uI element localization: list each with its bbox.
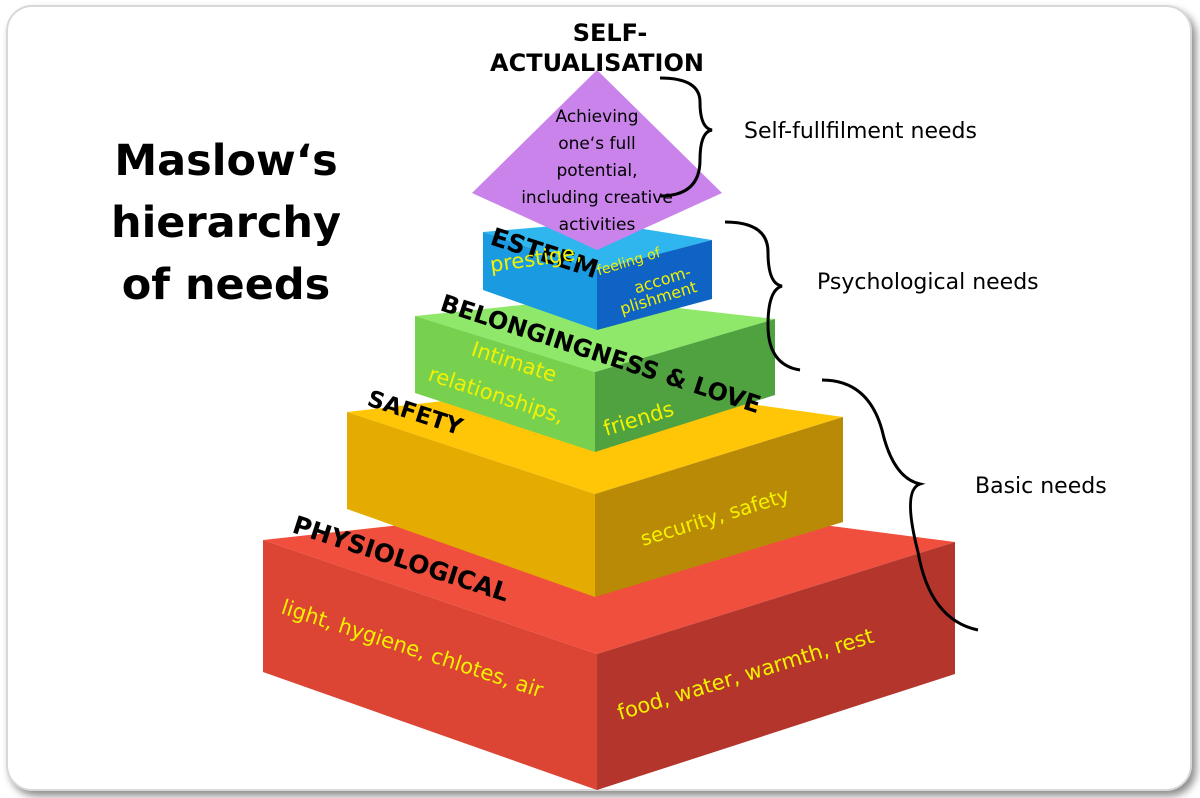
- self-actualisation-desc-line-2: one‘s full: [558, 134, 636, 154]
- physiological-right-face: [597, 542, 955, 790]
- self-actualisation-desc-line-3: potential,: [556, 161, 637, 181]
- self-fulfilment-brace: [659, 76, 713, 198]
- physiological-left-face: [263, 540, 597, 790]
- self-actualisation-desc-line-5: activities: [559, 215, 636, 235]
- esteem-right-face: [597, 240, 712, 330]
- basic-brace: [821, 378, 979, 632]
- diagram-title: Maslow‘s hierarchy of needs: [96, 130, 356, 316]
- belonging-left-face: [415, 316, 595, 452]
- tier-belonging: [415, 298, 775, 452]
- self-actualisation-description: Achieving one‘s full potential, includin…: [521, 107, 673, 235]
- title-line-1: Maslow‘s: [114, 136, 338, 186]
- basic-group-label: Basic needs: [975, 474, 1107, 499]
- belonging-top-face: [415, 298, 775, 372]
- title-line-3: of needs: [121, 260, 331, 310]
- self-actualisation-desc-line-4: including creative: [521, 188, 673, 208]
- title-line-2: hierarchy: [110, 198, 342, 248]
- self-actualisation-desc-line-1: Achieving: [556, 107, 639, 127]
- belonging-right-face: [595, 319, 775, 452]
- psychological-brace: [724, 220, 801, 372]
- safety-left-face: [347, 412, 595, 597]
- self-actualisation-label-line-2: ACTUALISATION: [490, 49, 704, 77]
- self-actualisation-triangle: [472, 70, 722, 250]
- tier-esteem: [483, 222, 712, 330]
- self-actualisation-label-line-1: SELF-: [573, 19, 648, 47]
- safety-right-face: [595, 417, 843, 597]
- esteem-left-face: [483, 232, 597, 330]
- psychological-group-label: Psychological needs: [817, 270, 1039, 295]
- self-fulfilment-group-label: Self-fullfilment needs: [744, 119, 977, 144]
